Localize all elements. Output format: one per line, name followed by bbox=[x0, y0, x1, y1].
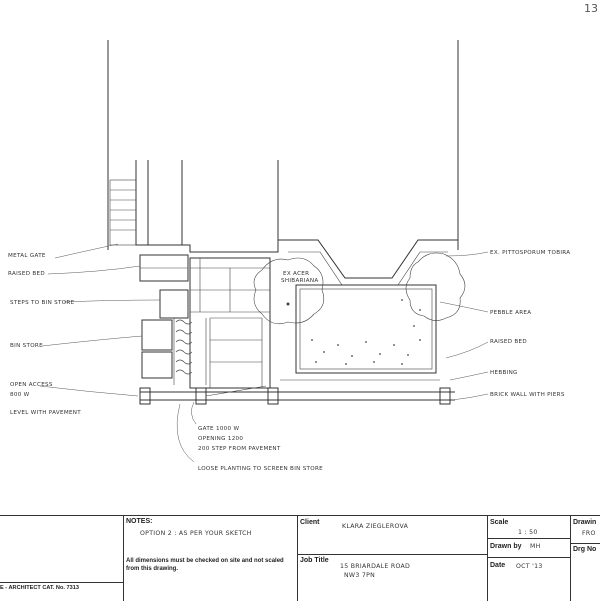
pebble-dots bbox=[311, 299, 421, 365]
drawing-value: FRO bbox=[582, 530, 596, 537]
client-value: KLARA ZIEGLEROVA bbox=[342, 523, 409, 530]
house-front-outline bbox=[135, 160, 279, 253]
left-leaders bbox=[39, 243, 161, 397]
pittosporum-tree-canopy bbox=[405, 252, 466, 321]
label-opening: OPENING 1200 bbox=[198, 436, 243, 442]
scale-value: 1 : 50 bbox=[518, 529, 538, 536]
notes-text: OPTION 2 : AS PER YOUR SKETCH bbox=[140, 530, 252, 537]
label-gate-width: GATE 1000 W bbox=[198, 426, 239, 432]
scale-label: Scale bbox=[490, 519, 509, 526]
drg-no-label: Drg No bbox=[573, 546, 597, 553]
bottom-leaders bbox=[176, 401, 197, 463]
label-open-access: OPEN ACCESS bbox=[10, 382, 53, 388]
title-block: E - ARCHITECT CAT. No. 7313 NOTES: OPTIO… bbox=[0, 515, 600, 601]
drawing-label: Drawin bbox=[573, 519, 597, 526]
site-plan-drawing: METAL GATE RAISED BED STEPS TO BIN STORE… bbox=[8, 40, 570, 472]
job-title-line2: NW3 7PN bbox=[344, 572, 376, 579]
label-existing-acer: EX ACER bbox=[283, 271, 309, 277]
label-raised-bed-right: RAISED BED bbox=[490, 339, 527, 345]
sheet-number: 13 bbox=[584, 2, 598, 15]
label-raised-bed-left: RAISED BED bbox=[8, 271, 45, 277]
drawn-by-label: Drawn by bbox=[490, 543, 522, 550]
client-label: Client bbox=[300, 519, 320, 526]
bin-store bbox=[141, 289, 189, 379]
brick-wall bbox=[139, 379, 455, 405]
label-bin-store: BIN STORE bbox=[10, 343, 43, 349]
date-label: Date bbox=[490, 562, 506, 569]
loose-planting bbox=[173, 318, 207, 385]
pebble-area bbox=[295, 284, 437, 374]
label-existing-pittosporum: EX. PITTOSPORUM TOBIRA bbox=[490, 250, 570, 256]
drawn-by-value: MH bbox=[530, 543, 541, 550]
right-leaders bbox=[439, 251, 489, 401]
notes-label: NOTES: bbox=[126, 518, 153, 525]
label-loose-planting: LOOSE PLANTING TO SCREEN BIN STORE bbox=[198, 466, 323, 472]
label-level-with-pavement: LEVEL WITH PAVEMENT bbox=[10, 410, 81, 416]
acer-tree-canopy bbox=[253, 257, 325, 325]
title-block-left-edge-text: E - ARCHITECT CAT. No. 7313 bbox=[0, 585, 79, 591]
label-brick-wall: BRICK WALL WITH PIERS bbox=[490, 392, 565, 398]
bay-window-outline bbox=[277, 239, 458, 279]
label-pebble-area: PEBBLE AREA bbox=[490, 310, 531, 316]
house-steps bbox=[109, 179, 137, 246]
job-title-label: Job Title bbox=[300, 557, 329, 564]
label-steps-to-bin-store: STEPS TO BIN STORE bbox=[10, 300, 75, 306]
label-metal-gate: METAL GATE bbox=[8, 253, 46, 259]
label-acer-species: SHIBARIANA bbox=[281, 278, 318, 284]
label-hebbing: HEBBING bbox=[490, 370, 518, 376]
label-step-from-pavement: 200 STEP FROM PAVEMENT bbox=[198, 446, 281, 452]
job-title-line1: 15 BRIARDALE ROAD bbox=[340, 563, 411, 570]
disclaimer-text: All dimensions must be checked on site a… bbox=[126, 558, 284, 572]
paved-path bbox=[189, 257, 271, 389]
gate-swing bbox=[205, 385, 267, 397]
date-value: OCT '13 bbox=[516, 563, 543, 570]
raised-bed-right bbox=[299, 288, 433, 370]
label-open-access-width: 800 W bbox=[10, 392, 30, 398]
